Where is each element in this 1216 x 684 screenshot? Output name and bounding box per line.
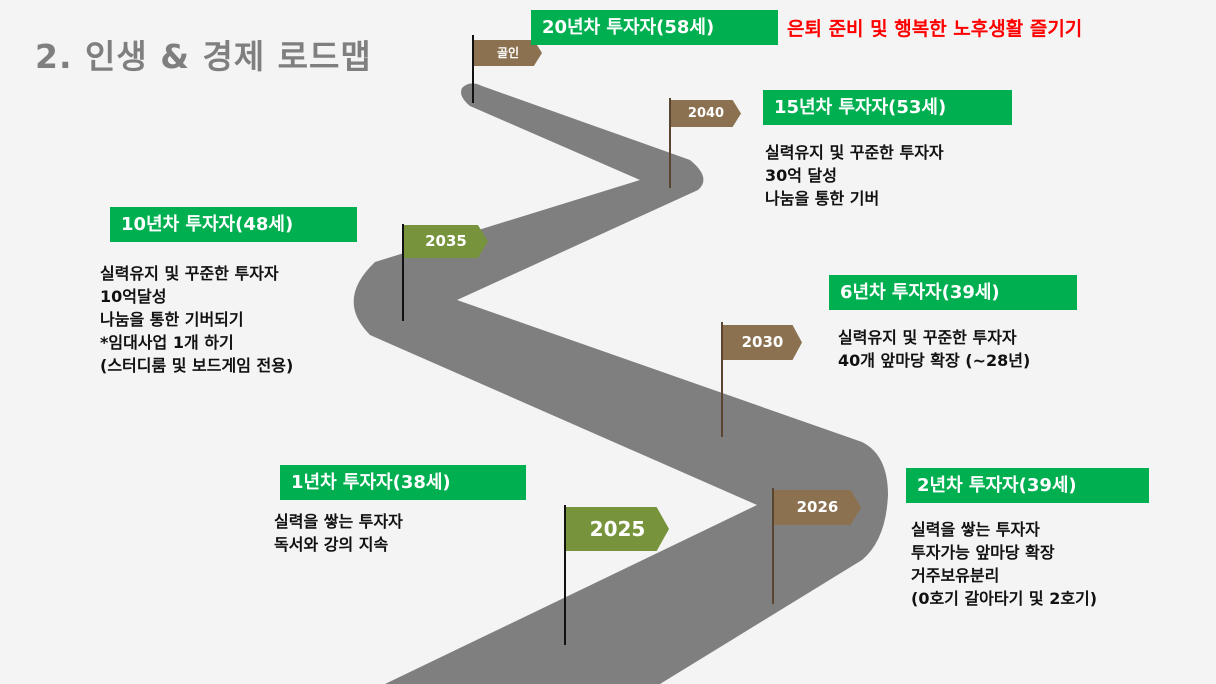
desc-line: 30억 달성 bbox=[765, 166, 837, 185]
milestone-year15-desc: 실력유지 및 꾸준한 투자자 30억 달성 나눔을 통한 기버 bbox=[765, 141, 944, 210]
flag-2030: 2030 bbox=[723, 325, 802, 360]
milestone-year20-goal: 은퇴 준비 및 행복한 노후생활 즐기기 bbox=[787, 18, 1083, 40]
desc-line: 실력을 쌓는 투자자 bbox=[911, 520, 1040, 539]
flag-goal: 골인 bbox=[474, 40, 542, 66]
desc-line: 나눔을 통한 기버 bbox=[765, 189, 880, 208]
desc-line: 나눔을 통한 기버되기 bbox=[100, 310, 244, 329]
road-path bbox=[353, 83, 889, 684]
flag-pole bbox=[402, 224, 404, 321]
desc-line: (스터디룸 및 보드게임 전용) bbox=[100, 356, 294, 375]
milestone-year10-desc: 실력유지 및 꾸준한 투자자 10억달성 나눔을 통한 기버되기 *임대사업 1… bbox=[100, 262, 293, 377]
milestone-year15-label: 15년차 투자자(53세) bbox=[763, 90, 1012, 125]
flag-2025: 2025 bbox=[566, 507, 669, 551]
milestone-year2-desc: 실력을 쌓는 투자자 투자가능 앞마당 확장 거주보유분리 (0호기 갈아타기 … bbox=[911, 518, 1097, 610]
flag-pole bbox=[669, 98, 671, 188]
desc-line: 거주보유분리 bbox=[911, 566, 1000, 585]
milestone-year1-desc: 실력을 쌓는 투자자 독서와 강의 지속 bbox=[274, 510, 403, 556]
desc-line: 실력을 쌓는 투자자 bbox=[274, 512, 403, 531]
desc-line: (0호기 갈아타기 및 2호기) bbox=[911, 589, 1098, 608]
desc-line: *임대사업 1개 하기 bbox=[100, 333, 234, 352]
desc-line: 실력유지 및 꾸준한 투자자 bbox=[838, 328, 1017, 347]
desc-line: 10억달성 bbox=[100, 287, 167, 306]
flag-pole bbox=[564, 505, 566, 645]
desc-line: 40개 앞마당 확장 (~28년) bbox=[838, 351, 1031, 370]
flag-pole bbox=[772, 488, 774, 604]
flag-pole bbox=[721, 322, 723, 437]
milestone-year2-label: 2년차 투자자(39세) bbox=[906, 468, 1149, 503]
desc-line: 실력유지 및 꾸준한 투자자 bbox=[765, 143, 944, 162]
milestone-year1-label: 1년차 투자자(38세) bbox=[280, 465, 526, 500]
flag-2040: 2040 bbox=[671, 100, 741, 127]
flag-2026: 2026 bbox=[774, 490, 861, 525]
desc-line: 투자가능 앞마당 확장 bbox=[911, 543, 1055, 562]
milestone-year10-label: 10년차 투자자(48세) bbox=[110, 207, 357, 242]
desc-line: 실력유지 및 꾸준한 투자자 bbox=[100, 264, 279, 283]
flag-pole bbox=[472, 35, 474, 103]
milestone-year6-label: 6년차 투자자(39세) bbox=[829, 275, 1077, 310]
page-title: 2. 인생 & 경제 로드맵 bbox=[35, 37, 372, 76]
flag-2035: 2035 bbox=[404, 225, 488, 258]
milestone-year6-desc: 실력유지 및 꾸준한 투자자 40개 앞마당 확장 (~28년) bbox=[838, 326, 1030, 372]
desc-line: 독서와 강의 지속 bbox=[274, 535, 389, 554]
milestone-year20-label: 20년차 투자자(58세) bbox=[531, 10, 778, 45]
